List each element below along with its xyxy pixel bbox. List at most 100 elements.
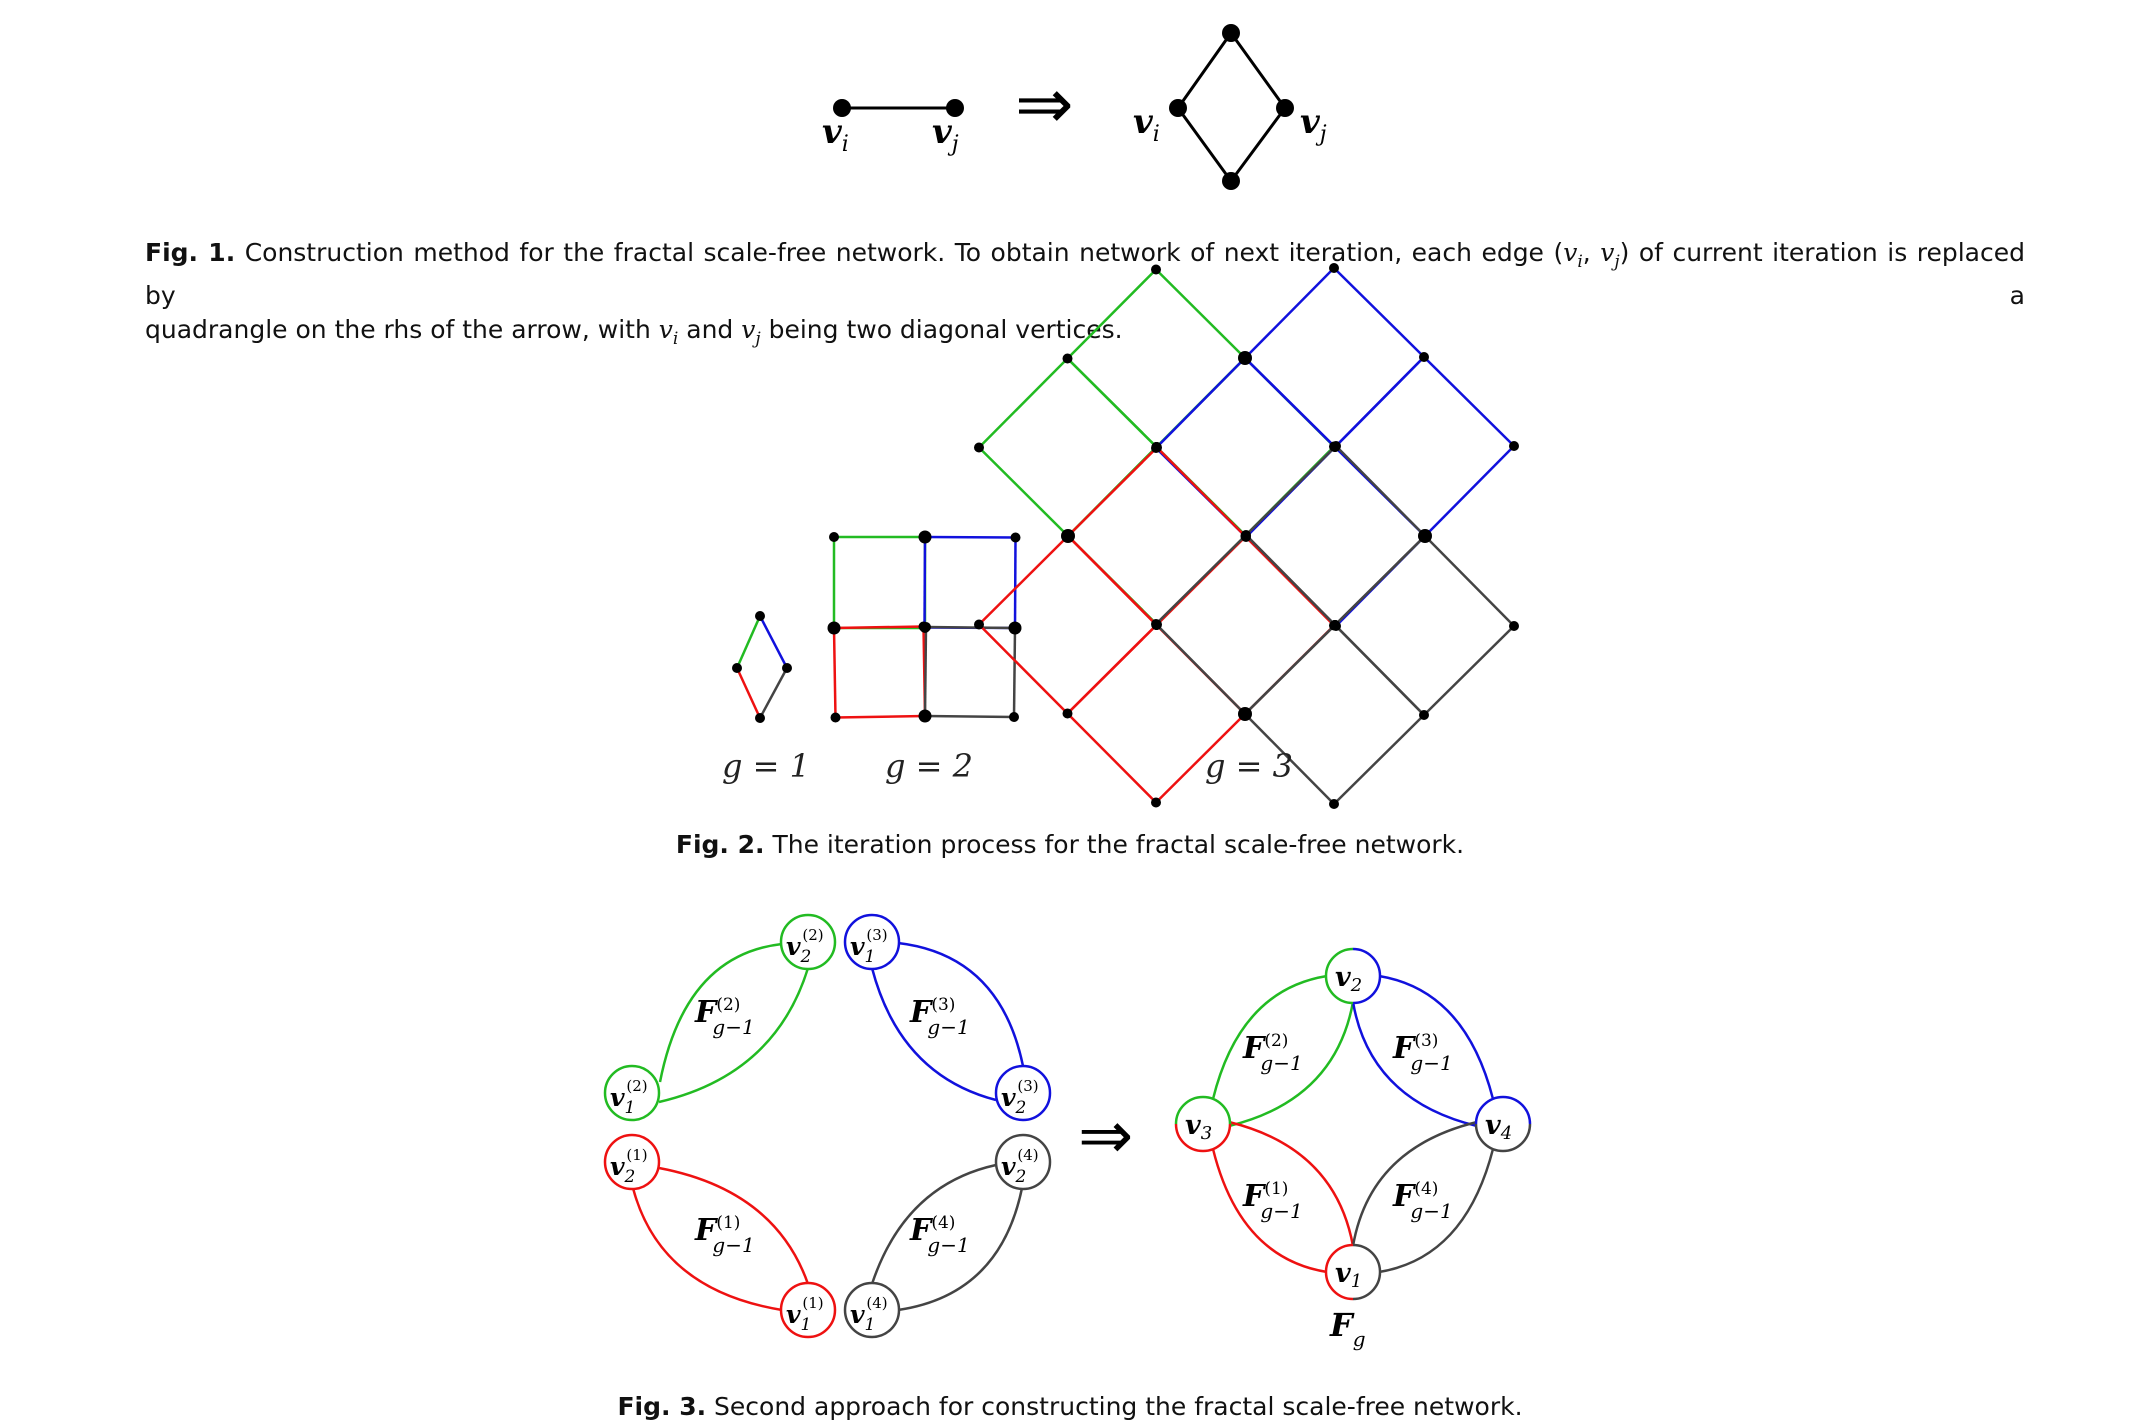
fig2-label-g2: g = 2 — [885, 747, 973, 785]
fig2-g2-node — [921, 622, 931, 632]
fig1-quad-label-vj: vj — [1300, 102, 1327, 147]
fig2-g3-node — [1329, 799, 1339, 809]
fig2-g2-hub-node — [827, 621, 841, 635]
fig3-right-f4-label: F(4)g−1 — [1392, 1179, 1453, 1223]
fig3-right-node-v3: v3 — [1174, 1095, 1232, 1153]
fig3-left-node-v1-2: v1(2) — [603, 1064, 661, 1122]
svg-text:v2: v2 — [1335, 962, 1362, 996]
fig2-g1-edge — [735, 615, 762, 669]
svg-text:v1: v1 — [1335, 1258, 1362, 1292]
fig3-left-f2-label: F(2)g−1 — [694, 995, 755, 1039]
fig1-caption-line2-text-4: being two diagonal vertices. — [760, 315, 1123, 344]
fig3-left-node-v1-4: v1(4) — [843, 1281, 901, 1339]
fig2-g3-edge — [978, 535, 1069, 626]
fig2-g2-edge — [1012, 627, 1017, 718]
fig2-g3-edge — [1334, 356, 1425, 448]
fig1-caption-line2-math-1: vi — [658, 315, 679, 349]
fig2-caption-label: Fig. 2. — [675, 830, 765, 859]
fig3-right-gray-arc-outer — [1378, 1148, 1495, 1274]
fig3-left-green-arc-inner — [658, 967, 810, 1104]
fig2-g1-hub-node — [732, 663, 742, 673]
fig3-left-gray-arc-outer — [897, 1187, 1024, 1312]
svg-text:v2(2): v2(2) — [786, 926, 824, 967]
fig3-left-gray-arc-inner — [870, 1163, 997, 1285]
fig2-g3-edge — [1067, 535, 1158, 626]
fig2-g2-edge — [924, 535, 1016, 539]
fig2-label-g1: g = 1 — [722, 747, 810, 785]
fig3-left-node-v2-2: v2(2) — [779, 913, 837, 971]
fig1-caption-line2: quadrangle on the rhs of the arrow, with… — [145, 313, 2025, 356]
fig2-g3-edge — [978, 446, 1069, 537]
fig3-right-red-arc-outer — [1211, 1148, 1328, 1274]
fig2-g3-node — [1241, 530, 1251, 540]
fig2-g3-node — [1419, 710, 1429, 720]
svg-text:v1(3): v1(3) — [850, 926, 888, 967]
fig3-left-node-v2-3: v2(3) — [994, 1064, 1052, 1122]
fig2-g3-edge — [978, 623, 1069, 715]
fig2-g3-edge — [1335, 445, 1426, 537]
fig2-g3-node — [974, 619, 984, 630]
svg-text:v1(4): v1(4) — [850, 1294, 888, 1335]
fig2-g2-edge — [923, 536, 927, 628]
fig2-g3-edge — [1156, 446, 1247, 538]
fig2-g2-hub-node — [918, 530, 932, 544]
svg-text:v3: v3 — [1185, 1110, 1212, 1144]
fig2-g3-edge — [1245, 534, 1336, 626]
fig2-g3-node — [1329, 263, 1339, 273]
fig2-g3-edge — [1244, 357, 1336, 448]
fig2-g3-node — [1152, 442, 1162, 453]
fig2-g3-edge — [1244, 267, 1335, 359]
fig1-caption-line2-text-0: quadrangle on the rhs of the arrow, with — [145, 315, 659, 344]
fig1-caption-line2-math-3: vj — [741, 315, 761, 349]
fig2-g1-hub-node — [755, 713, 765, 723]
fig1-caption-line2-text-2: and — [678, 315, 742, 344]
fig3-left-red-arc-outer — [631, 1187, 783, 1312]
fig2-nodes — [732, 263, 1519, 809]
fig2-g2-edge — [925, 625, 1016, 630]
fig2-g3-edge — [1155, 357, 1246, 449]
fig2-g2-edge — [923, 626, 928, 717]
fig3-arrow: ⇒ — [1078, 1097, 1133, 1174]
fig2-g2-node — [1009, 712, 1019, 722]
fig3-left-red-arc-inner — [658, 1166, 810, 1285]
fig1-diagram: vi vj ⇒ vi vj — [822, 24, 1327, 190]
fig1-caption-line1-math-1: vi — [1563, 238, 1583, 272]
fig2-g3-edge — [1066, 624, 1158, 715]
svg-text:v1(1): v1(1) — [786, 1294, 824, 1335]
fig1-caption-line1-text-4: ) of current iteration is replaced by a — [145, 238, 2025, 310]
fig2-g3-node — [1419, 352, 1429, 362]
svg-text:v2(1): v2(1) — [610, 1146, 648, 1187]
fig1-caption-text1: Construction method for the fractal scal… — [145, 238, 2025, 310]
fig1-quad-top — [1222, 24, 1240, 42]
fig2-g2-hub-node — [918, 709, 932, 723]
fig2-g3-edge — [1155, 623, 1246, 715]
fig3-left-f3-label: F(3)g−1 — [909, 995, 970, 1039]
fig3-left-blue-arc-outer — [897, 941, 1025, 1067]
fig2-g2-node — [830, 712, 841, 723]
fig3-right-node-v2: v2 — [1324, 947, 1382, 1005]
fig2-g1-edge — [758, 667, 789, 719]
fig2-g3-node — [1331, 441, 1341, 451]
fig2-g3-edge — [1155, 534, 1247, 625]
fig3-right-gray-arc-inner — [1351, 1120, 1478, 1247]
fig2-caption: Fig. 2. The iteration process for the fr… — [0, 828, 2140, 862]
fig2-g3-edge — [1423, 356, 1515, 447]
fig1-caption-line1: Fig. 1. Construction method for the frac… — [145, 236, 2025, 313]
fig3-right-f3-label: F(3)g−1 — [1392, 1031, 1453, 1075]
fig1-node-vj — [946, 99, 964, 117]
fig2-g2-edge — [833, 625, 924, 630]
fig2-g3-hub-node — [1418, 529, 1432, 543]
fig2-g3-node — [1062, 353, 1073, 364]
fig3-right-f2-label: F(2)g−1 — [1242, 1031, 1303, 1075]
fig2-g3-edge — [1244, 624, 1336, 715]
fig2-g3-edge — [1066, 357, 1158, 448]
fig2-g3-node — [1151, 619, 1161, 629]
fig1-quad-left — [1169, 99, 1187, 117]
fig2-g1-edge — [735, 667, 762, 719]
fig1-quad-bottom — [1222, 172, 1240, 190]
fig3-right-blue-arc-inner — [1351, 1001, 1478, 1128]
fig2-g3-edge — [1333, 267, 1425, 358]
fig2-g3-edge — [1245, 445, 1337, 536]
fig2-g2-edge — [835, 714, 926, 719]
fig1-caption-line1-math-3: vj — [1600, 238, 1620, 272]
